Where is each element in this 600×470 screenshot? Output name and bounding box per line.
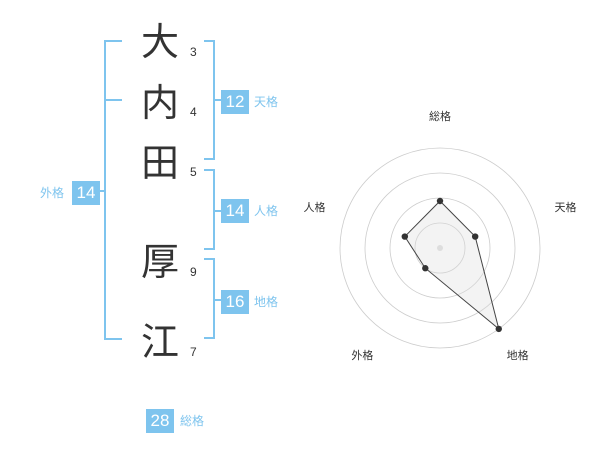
radar-grid (339, 147, 541, 349)
soukaku-label: 総格 (180, 414, 205, 428)
gaikaku-label: 外格 (40, 186, 65, 200)
stroke-count-3: 5 (190, 165, 197, 179)
radar-center-dot (437, 245, 443, 251)
chikaku-value: 16 (221, 290, 249, 314)
jinkaku-bracket-tick (215, 210, 221, 212)
name-char-2: 内 (140, 81, 179, 125)
name-char-3: 田 (140, 141, 179, 185)
tenkaku-value: 12 (221, 90, 249, 114)
radar-point-2 (471, 233, 479, 240)
jinkaku-bracket (204, 169, 215, 250)
tenkaku-bracket (204, 40, 215, 160)
radar-axis-label-5: 人格 (303, 200, 325, 214)
gaikaku-bracket-tick (98, 190, 104, 192)
chikaku-label: 地格 (254, 295, 279, 309)
jinkaku-label: 人格 (254, 204, 279, 218)
radar-ring-4 (339, 147, 541, 349)
stroke-count-2: 4 (190, 105, 197, 119)
radar-axis-label-4: 外格 (351, 348, 373, 362)
radar-point-5 (401, 233, 409, 240)
stroke-count-5: 7 (190, 345, 197, 359)
radar-ring-1 (414, 222, 466, 274)
radar-point-1 (436, 197, 444, 205)
radar-ring-3 (364, 172, 516, 324)
radar-area (404, 200, 500, 331)
radar-point-3 (495, 325, 502, 333)
name-char-4: 厚 (140, 240, 179, 284)
gaikaku-bracket (104, 40, 122, 340)
name-char-1: 大 (140, 20, 179, 64)
radar-axis-label-3: 地格 (507, 348, 529, 362)
gaikaku-value: 14 (72, 181, 100, 205)
jinkaku-value: 14 (221, 199, 249, 223)
tenkaku-label: 天格 (254, 95, 279, 109)
radar-axis-label-2: 天格 (555, 200, 577, 214)
chikaku-bracket-tick (215, 299, 221, 301)
stroke-count-4: 9 (190, 265, 197, 279)
radar-point-4 (422, 265, 429, 272)
chikaku-bracket (204, 258, 215, 339)
tenkaku-bracket-tick (215, 99, 221, 101)
name-char-5: 江 (140, 320, 179, 364)
soukaku-value: 28 (146, 409, 174, 433)
radar-data (401, 197, 502, 333)
stroke-count-1: 3 (190, 45, 197, 59)
gaikaku-bracket-mid-tick (104, 99, 122, 101)
radar-axis-label-1: 総格 (429, 110, 451, 123)
